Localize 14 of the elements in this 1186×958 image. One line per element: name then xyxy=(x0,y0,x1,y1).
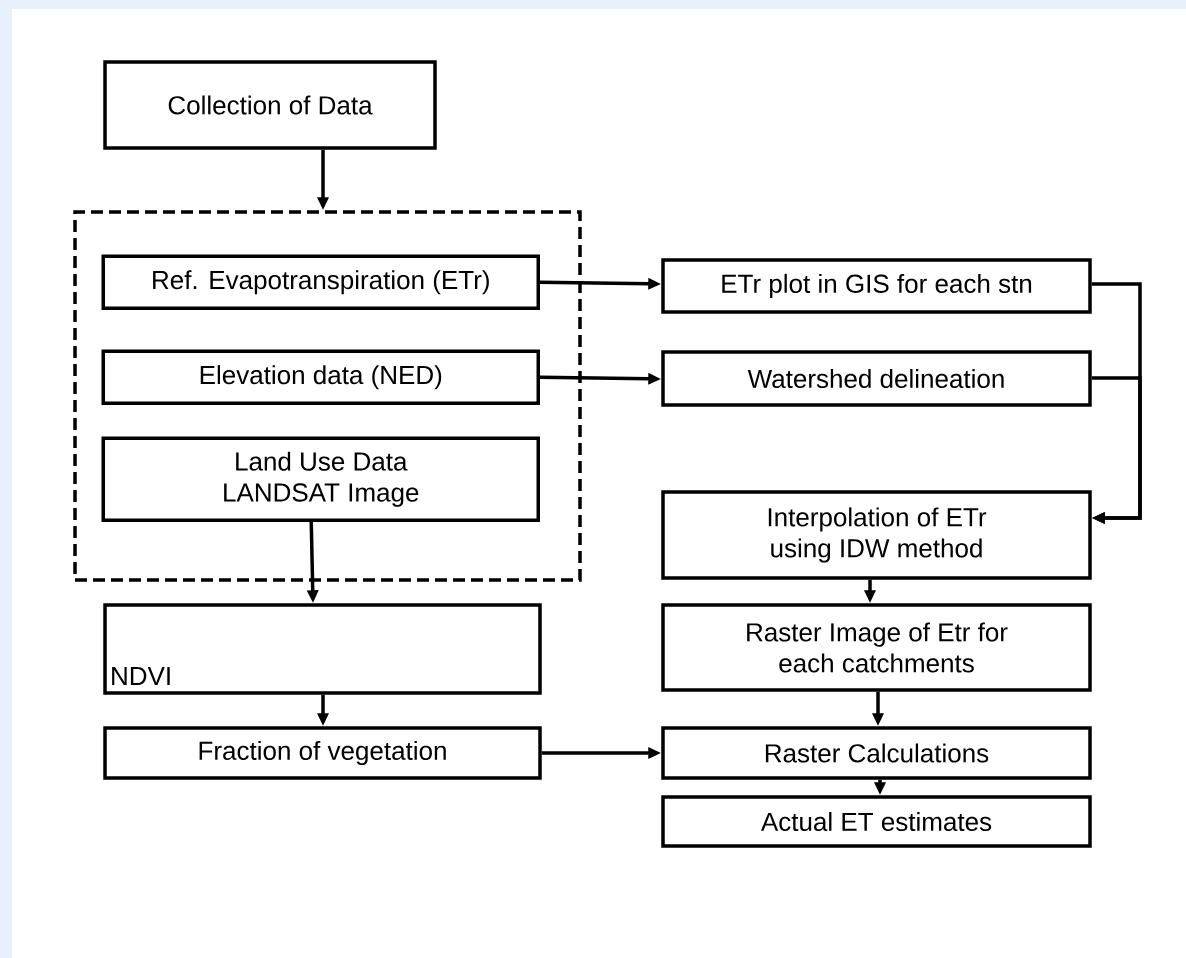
process-box: ETr plot in GIS for each stn xyxy=(661,258,1092,314)
dashed-group-box xyxy=(73,210,582,582)
arrow xyxy=(1091,376,1142,525)
process-box: Actual ET estimates xyxy=(661,795,1092,848)
process-box: Raster Calculations xyxy=(661,726,1092,780)
process-box: Elevation data (NED) xyxy=(101,349,540,405)
process-box: Raster Image of Etr for each catchments xyxy=(661,603,1092,692)
process-box: Land Use Data LANDSAT Image xyxy=(101,436,540,522)
process-box: Ref. Evapotranspiration (ETr) xyxy=(101,254,540,310)
process-box: Watershed delineation xyxy=(661,350,1092,407)
process-box: NDVI xyxy=(103,603,542,695)
process-box: Interpolation of ETr using IDW method xyxy=(661,490,1092,580)
process-box: Fraction of vegetation xyxy=(103,726,542,780)
process-box: Collection of Data xyxy=(103,60,437,150)
